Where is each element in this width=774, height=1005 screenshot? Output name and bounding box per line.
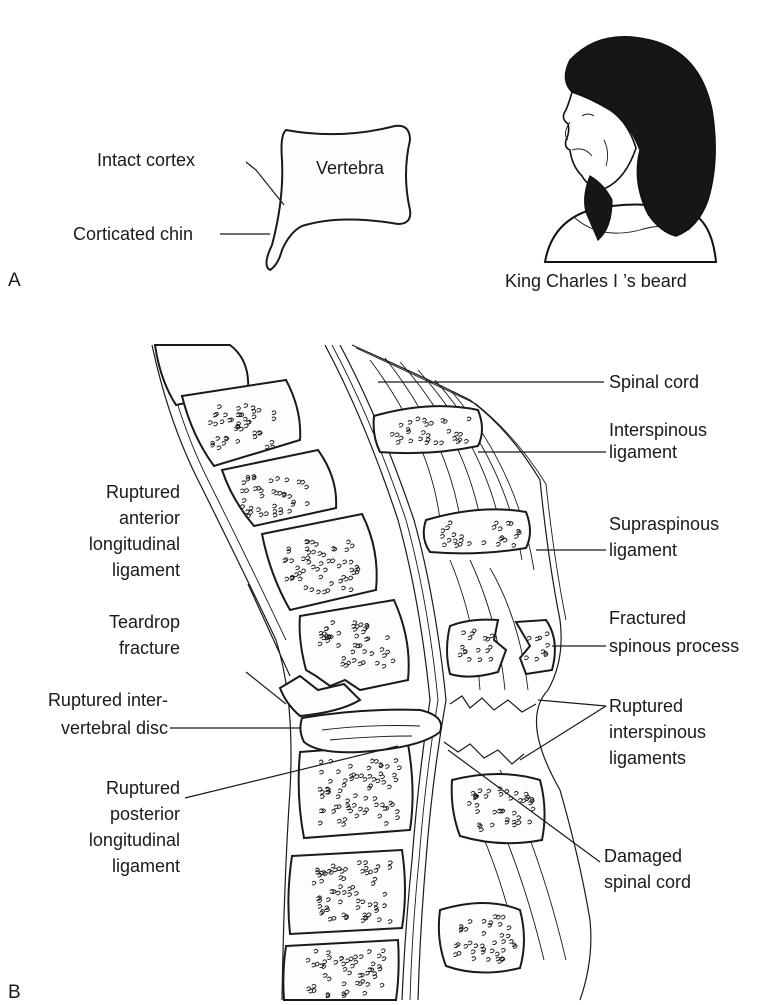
label-posterior-ligament-2: posterior — [110, 804, 180, 824]
vertebra-outline — [266, 126, 410, 270]
ruptured-ligament-edge-1 — [450, 696, 536, 712]
intact-cortex-label: Intact cortex — [97, 150, 195, 170]
vertebral-body-2 — [182, 380, 300, 466]
intact-cortex-leader — [246, 162, 284, 205]
vertebral-body-5-fractured — [300, 600, 409, 690]
vertebral-body-4 — [262, 514, 377, 610]
label-fractured-spinous-2: spinous process — [609, 636, 739, 656]
label-posterior-ligament-4: ligament — [112, 856, 180, 876]
label-intervertebral-disc-2: vertebral disc — [61, 718, 168, 738]
label-posterior-ligament-3: longitudinal — [89, 830, 180, 850]
label-fractured-spinous-1: Fractured — [609, 608, 686, 628]
label-supraspinous-ligament-2: ligament — [609, 540, 677, 560]
label-teardrop-2: fracture — [119, 638, 180, 658]
label-posterior-ligament-1: Ruptured — [106, 778, 180, 798]
label-supraspinous-ligament-1: Supraspinous — [609, 514, 719, 534]
panel-b: Spinal cord Interspinous ligament Supras… — [8, 345, 739, 1003]
spinous-fragment — [516, 620, 555, 674]
label-ruptured-interspinous-1: Ruptured — [609, 696, 683, 716]
label-anterior-ligament-4: ligament — [112, 560, 180, 580]
spinous-process-1 — [374, 406, 482, 453]
panel-a-letter: A — [8, 270, 21, 291]
label-anterior-ligament-3: longitudinal — [89, 534, 180, 554]
label-interspinous-ligament-2: ligament — [609, 442, 677, 462]
label-ruptured-interspinous-3: ligaments — [609, 748, 686, 768]
label-ruptured-interspinous-2: interspinous — [609, 722, 706, 742]
posterior-border-2 — [356, 348, 566, 620]
label-spinal-cord: Spinal cord — [609, 372, 699, 392]
label-anterior-ligament-2: anterior — [119, 508, 180, 528]
label-intervertebral-disc-1: Ruptured inter- — [48, 690, 168, 710]
spinous-process-4 — [452, 774, 545, 843]
vertebral-body-6 — [299, 744, 413, 838]
portrait-caption: King Charles I ’s beard — [505, 271, 687, 291]
spinous-process-3-fractured — [447, 620, 506, 677]
ruptured-ligament-edge-2 — [444, 742, 524, 764]
king-charles-portrait — [545, 37, 716, 262]
corticated-chin-label: Corticated chin — [73, 224, 193, 244]
label-interspinous-ligament-1: Interspinous — [609, 420, 707, 440]
label-teardrop-1: Teardrop — [109, 612, 180, 632]
ruptured-disc — [300, 710, 441, 753]
spinous-process-5 — [439, 903, 524, 973]
label-anterior-ligament-1: Ruptured — [106, 482, 180, 502]
label-damaged-cord-2: spinal cord — [604, 872, 691, 892]
panel-b-letter: B — [8, 982, 21, 1003]
panel-a: Vertebra Intact cortex Corticated chin A… — [8, 37, 716, 291]
vertebra-label: Vertebra — [316, 158, 385, 178]
label-damaged-cord-1: Damaged — [604, 846, 682, 866]
